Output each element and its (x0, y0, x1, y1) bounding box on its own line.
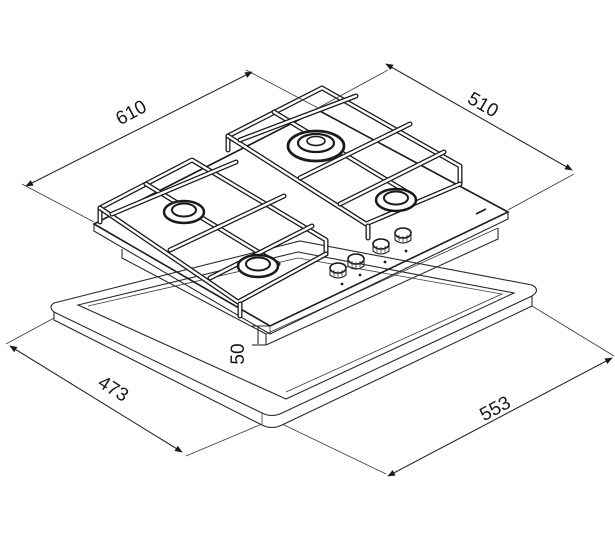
label-510: 510 (464, 88, 502, 122)
knob-2 (347, 253, 365, 270)
burner-front-right (374, 187, 418, 213)
control-knobs (329, 208, 487, 286)
dimension-610 (21, 69, 319, 223)
label-610: 610 (112, 96, 150, 129)
right-grate (225, 85, 463, 241)
hob-body (92, 109, 510, 346)
knob-3 (372, 238, 390, 255)
dimension-553 (281, 305, 615, 477)
burner-rear-left (162, 199, 206, 225)
dimension-510 (317, 63, 575, 211)
burner-rear-right (286, 129, 346, 163)
burner-front-left (236, 253, 280, 279)
label-553: 553 (476, 392, 514, 425)
dimension-473 (5, 317, 263, 457)
label-50: 50 (228, 343, 249, 364)
knob-1 (329, 262, 347, 279)
knob-4 (394, 227, 412, 244)
